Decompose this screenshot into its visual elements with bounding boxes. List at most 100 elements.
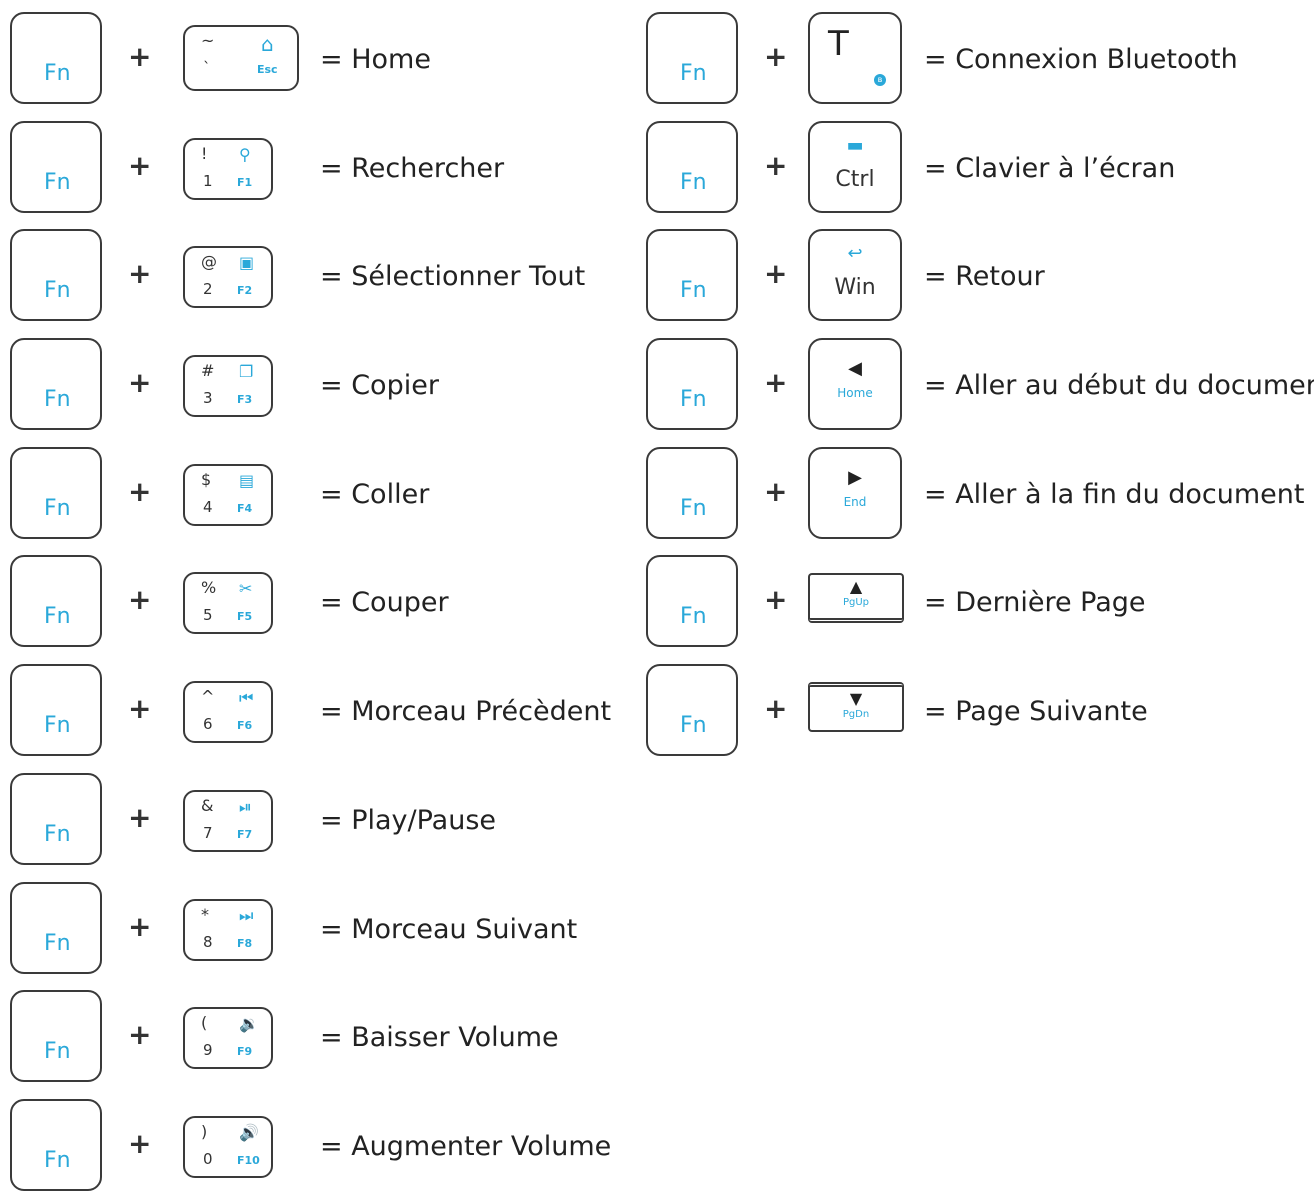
plus-sign: + bbox=[764, 366, 788, 400]
home-icon: ⌂ bbox=[261, 32, 274, 56]
paste-icon: ▤ bbox=[239, 470, 255, 490]
fn-label: Fn bbox=[44, 821, 71, 847]
keyboard-icon: ▬ bbox=[846, 134, 864, 156]
fn-key: Fn bbox=[10, 338, 102, 431]
previous-track-icon: ⏮ bbox=[239, 688, 254, 708]
f9-key: ( 9 🔉 F9 bbox=[183, 1007, 273, 1070]
f3-key: # 3 ❐ F3 bbox=[183, 355, 273, 418]
fn-key: Fn bbox=[10, 990, 102, 1083]
fn-key: Fn bbox=[10, 120, 102, 213]
select-all-icon: ▣ bbox=[239, 253, 255, 273]
volume-down-icon: 🔉 bbox=[239, 1014, 259, 1034]
plus-sign: + bbox=[128, 909, 152, 943]
shortcut-description: = Connexion Bluetooth bbox=[924, 44, 1238, 75]
key-symbol: # bbox=[201, 361, 215, 381]
shortcut-description: = Couper bbox=[320, 587, 449, 619]
fn-label: Fn bbox=[44, 61, 71, 86]
key-number: 6 bbox=[203, 715, 213, 734]
f1-key: ! 1 ⚲ F1 bbox=[183, 137, 273, 200]
volume-up-icon: 🔊 bbox=[239, 1122, 259, 1142]
key-number: 5 bbox=[203, 606, 213, 625]
fn-label: Fn bbox=[44, 495, 71, 521]
plus-sign: + bbox=[764, 583, 788, 617]
arrow-left-icon: ◀ bbox=[848, 358, 862, 380]
fn-key: Fn bbox=[10, 1098, 102, 1191]
key-flabel: F7 bbox=[237, 827, 253, 841]
key-number: 3 bbox=[203, 389, 213, 408]
key-number: 9 bbox=[203, 1041, 213, 1060]
ctrl-key: ▬ Ctrl bbox=[808, 120, 902, 213]
shortcut-description: = Aller à la fin du document bbox=[924, 478, 1305, 510]
fn-label: Fn bbox=[44, 713, 71, 739]
fn-key: Fn bbox=[10, 446, 102, 539]
arrow-down-icon: ▼ bbox=[849, 689, 863, 709]
fn-key: Fn bbox=[646, 555, 738, 648]
arrow-right-icon: ▶ bbox=[848, 466, 862, 488]
shortcut-description: = Rechercher bbox=[320, 152, 505, 184]
fn-label: Fn bbox=[44, 278, 71, 304]
fn-label: Fn bbox=[680, 495, 707, 521]
key-main-label: Win bbox=[834, 275, 876, 301]
key-symbol: * bbox=[201, 904, 209, 924]
fn-label: Fn bbox=[680, 604, 707, 630]
fn-key: Fn bbox=[646, 12, 738, 104]
down-arrow-key: ▼ PgDn bbox=[808, 682, 904, 733]
fn-key: Fn bbox=[10, 881, 102, 974]
plus-sign: + bbox=[128, 148, 152, 182]
plus-sign: + bbox=[764, 257, 788, 291]
next-track-icon: ⏭ bbox=[239, 905, 254, 925]
key-flabel: Esc bbox=[257, 63, 278, 76]
back-arrow-icon: ↩ bbox=[847, 243, 863, 265]
shortcut-description: = Baisser Volume bbox=[320, 1022, 559, 1054]
key-flabel: F1 bbox=[237, 175, 253, 189]
f2-key: @ 2 ▣ F2 bbox=[183, 246, 273, 309]
plus-sign: + bbox=[128, 40, 152, 73]
key-number: 2 bbox=[203, 280, 213, 299]
plus-sign: + bbox=[128, 474, 152, 508]
fn-key: Fn bbox=[10, 12, 102, 104]
shortcut-description: = Retour bbox=[924, 261, 1045, 293]
key-flabel: F8 bbox=[237, 936, 253, 950]
key-flabel: F3 bbox=[237, 393, 253, 407]
shortcut-description: = Aller au début du document bbox=[924, 370, 1314, 402]
key-main-label: Ctrl bbox=[835, 166, 875, 192]
scissors-icon: ✂ bbox=[239, 579, 253, 599]
shortcut-description: = Coller bbox=[320, 478, 430, 510]
key-sub-label: Home bbox=[837, 386, 873, 401]
shortcut-description: = Play/Pause bbox=[320, 804, 497, 836]
fn-label: Fn bbox=[680, 169, 707, 195]
f4-key: $ 4 ▤ F4 bbox=[183, 463, 273, 526]
key-flabel: F10 bbox=[237, 1153, 260, 1167]
key-flabel: F6 bbox=[237, 719, 253, 733]
plus-sign: + bbox=[128, 1018, 152, 1052]
key-symbol: % bbox=[201, 578, 217, 598]
plus-sign: + bbox=[128, 583, 152, 617]
key-sub-label: PgUp bbox=[842, 597, 870, 609]
plus-sign: + bbox=[764, 40, 788, 73]
fn-key: Fn bbox=[10, 555, 102, 648]
fn-label: Fn bbox=[44, 387, 71, 413]
key-number: 0 bbox=[203, 1149, 213, 1168]
plus-sign: + bbox=[764, 692, 788, 726]
plus-sign: + bbox=[128, 257, 152, 291]
key-symbol: @ bbox=[201, 252, 217, 272]
shortcut-description: = Copier bbox=[320, 370, 439, 402]
copy-icon: ❐ bbox=[239, 362, 254, 382]
fn-key: Fn bbox=[646, 229, 738, 322]
fn-label: Fn bbox=[44, 930, 71, 956]
key-main-label: T bbox=[828, 24, 849, 64]
fn-key: Fn bbox=[646, 664, 738, 757]
bluetooth-icon: ʙ bbox=[874, 74, 886, 86]
key-flabel: F2 bbox=[237, 284, 253, 298]
key-sub-label: End bbox=[843, 494, 867, 509]
fn-label: Fn bbox=[680, 387, 707, 413]
key-number: 8 bbox=[203, 932, 213, 951]
t-key: T ʙ bbox=[808, 12, 902, 104]
key-symbol: ! bbox=[201, 143, 208, 163]
key-symbol: $ bbox=[201, 469, 212, 489]
shortcut-description: = Home bbox=[320, 44, 431, 75]
fn-label: Fn bbox=[44, 1147, 71, 1173]
key-symbol: ~ bbox=[201, 31, 215, 50]
plus-sign: + bbox=[764, 474, 788, 508]
fn-key: Fn bbox=[10, 664, 102, 757]
